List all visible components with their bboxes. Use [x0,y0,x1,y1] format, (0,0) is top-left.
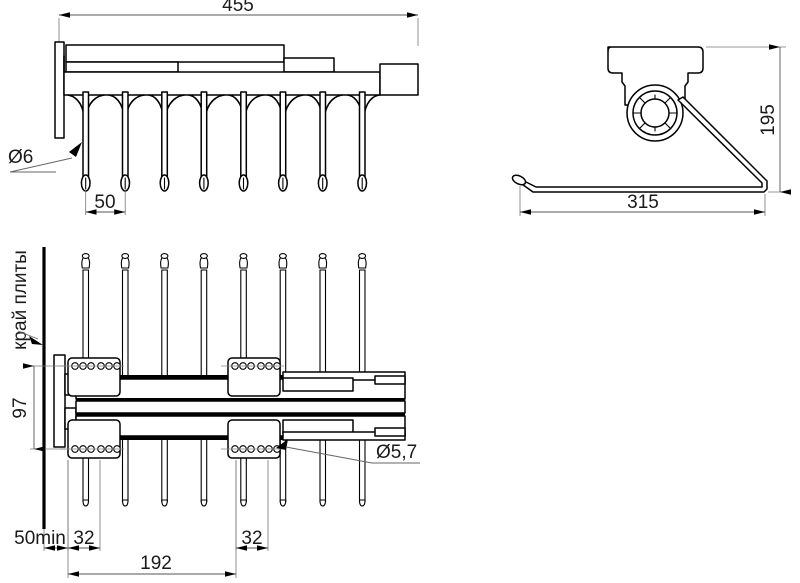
dimension-label-rod-pitch: 50 [94,192,115,213]
side-wire-profile [511,96,768,193]
callout-hole-diameter: Ø5,7 [276,439,420,464]
front-rod [159,91,170,192]
front-rod [238,91,249,192]
plan-bracket-plate [221,419,284,459]
front-rod [120,91,131,192]
plan-bracket-group [60,357,284,459]
front-wall-plate [54,41,65,139]
dimension-rod-pitch: 50 [85,190,126,215]
front-rod [277,91,288,192]
side-hub-ring [626,84,684,142]
front-main-bar [63,63,419,96]
plan-bracket-plate [60,357,124,397]
front-wire-arches [67,94,380,126]
front-rod [317,91,328,192]
front-elevation-view: 455 [8,0,419,215]
dimension-label-plate-width: 97 [10,397,31,418]
dimension-edge-clearance: 50min [14,460,69,551]
dimension-label-hole-diameter: Ø5,7 [376,442,417,463]
front-rod [357,91,368,192]
dimension-plate-width: 97 [10,363,66,452]
front-rod [80,91,91,192]
front-upper-rail [65,44,335,73]
dimension-label-side-height: 195 [758,104,779,136]
dimension-bracket-spacing: 192 [67,460,237,578]
side-section-view: 195 315 [511,44,791,216]
front-rod [198,91,209,192]
dimension-label-edge-clearance: 50min [14,528,66,549]
dimension-label-side-depth: 315 [627,192,659,213]
annotation-slab-edge: край плиты [10,250,43,350]
dimension-label-bracket-offset-left: 32 [73,528,94,549]
dimension-label-rod-diameter: Ø6 [8,147,33,168]
dimension-label-bracket-spacing: 192 [140,553,172,574]
annotation-label-slab-edge: край плиты [10,250,31,350]
dimension-side-depth: 315 [519,186,766,216]
dimension-label-bracket-offset-right: 32 [241,528,262,549]
plan-bracket-plate [60,419,124,459]
dimension-overall-length: 455 [58,0,419,46]
dimension-label-overall-length: 455 [222,0,254,16]
front-rod-group [80,91,368,192]
plan-bracket-plate [221,357,284,397]
dimension-side-height: 195 [706,44,791,195]
callout-rod-diameter: Ø6 [8,142,82,173]
plan-view: край плиты [10,247,420,578]
